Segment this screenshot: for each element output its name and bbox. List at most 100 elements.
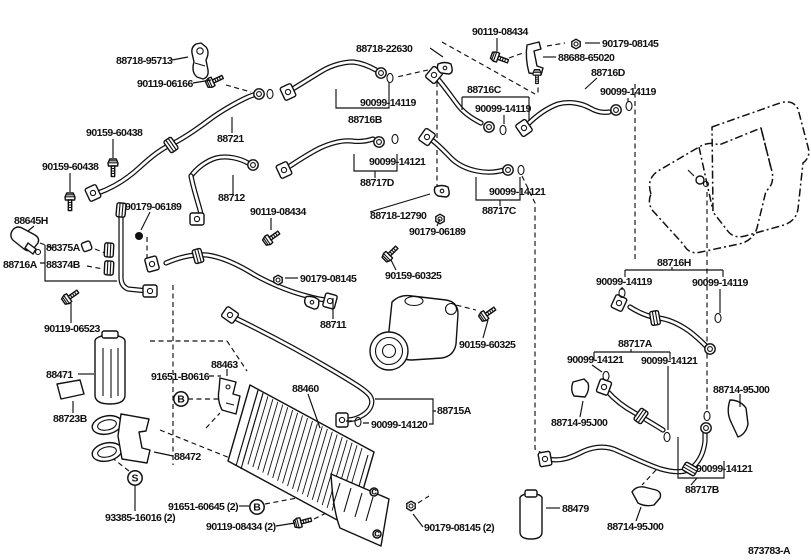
part-label-90099-14121: 90099-14121 (567, 354, 624, 366)
part-label-88718-22630: 88718-22630 (356, 43, 413, 55)
fitting (335, 412, 349, 428)
part-label-88717a: 88717A (618, 338, 653, 350)
marker-c: c (372, 527, 382, 539)
bracket-88716a (40, 245, 117, 282)
union (103, 260, 115, 276)
accumulator-88479 (519, 489, 543, 540)
part-label-90179-06189: 90179-06189 (409, 226, 466, 238)
part-label-88645h: 88645H (14, 215, 48, 227)
part-label-91651-b0616: 91651-B0616 (151, 371, 210, 383)
part-label-90159-60325: 90159-60325 (385, 270, 442, 282)
bracket-88715a (375, 398, 436, 425)
part-label-88721: 88721 (217, 133, 244, 145)
receiver-drier-88471 (94, 330, 126, 405)
hose-end (247, 159, 259, 171)
part-label-88716h: 88716H (657, 257, 691, 269)
bracket-88472 (91, 413, 151, 464)
fitting (537, 450, 553, 468)
part-label-90099-14120: 90099-14120 (371, 419, 428, 431)
hose-end (502, 164, 514, 176)
bracket-88718-95713 (191, 42, 209, 80)
compressor (369, 294, 459, 371)
bracket-88716b (335, 89, 390, 109)
part-label-90099-14121: 90099-14121 (696, 463, 753, 475)
hvac-unit-phantom-outline (648, 101, 810, 254)
part-label-88479: 88479 (562, 503, 589, 515)
svg-text:c: c (374, 527, 380, 539)
part-label-88716c: 88716C (467, 84, 502, 96)
part-label-88472: 88472 (174, 451, 201, 463)
part-label-90179-08145: 90179-08145 (300, 273, 357, 285)
part-label-88471: 88471 (46, 369, 73, 381)
bracket-88717d (353, 154, 398, 178)
pad-88714-95j00-left (571, 378, 590, 398)
hose-end (373, 136, 385, 148)
part-label-93385-16016-2: 93385-16016 (2) (105, 512, 175, 524)
nut-90179-08145 (571, 38, 581, 50)
part-label-88718-12790: 88718-12790 (370, 210, 427, 222)
svg-text:c: c (371, 485, 377, 497)
construction-dashed-lines (39, 41, 708, 520)
bracket-88717c (475, 177, 521, 206)
condenser-88460 (227, 384, 390, 547)
part-label-90119-06166: 90119-06166 (137, 78, 193, 90)
part-label-88688-65020: 88688-65020 (558, 52, 615, 64)
part-label-90159-60325: 90159-60325 (459, 339, 516, 351)
part-label-91651-60645-2: 91651-60645 (2) (168, 501, 238, 513)
bracket-88716h (624, 267, 724, 277)
union-small (80, 240, 93, 253)
part-label-90119-08434: 90119-08434 (472, 26, 528, 38)
hose-end (704, 343, 716, 355)
part-label-88716a: 88716A (3, 259, 38, 271)
leader-lines (27, 38, 741, 528)
bracket-90099-14121 (677, 437, 725, 486)
part-label-88712: 88712 (218, 192, 245, 204)
svg-text:B: B (177, 393, 185, 405)
clip-88714-95j00-bottom (631, 486, 662, 507)
fittings-and-fasteners (59, 38, 722, 530)
nut-90179-08145 (273, 274, 283, 286)
union (648, 309, 662, 327)
fitting (142, 284, 158, 298)
grommet-90179-06189 (135, 232, 143, 240)
hose-end (483, 121, 495, 133)
marker-B: B (173, 391, 189, 407)
part-label-88717d: 88717D (360, 177, 395, 189)
part-label-88714-95j00: 88714-95J00 (551, 417, 608, 429)
svg-text:S: S (131, 472, 138, 484)
part-label-88717b: 88717B (685, 484, 720, 496)
part-label-90159-60438: 90159-60438 (86, 127, 143, 139)
callout-markers: B S Bc c (127, 391, 382, 539)
part-label-90179-08145: 90179-08145 (602, 38, 659, 50)
part-label-90099-14119: 90099-14119 (360, 97, 416, 109)
part-label-90099-14119: 90099-14119 (596, 276, 652, 288)
marker-B: B (249, 499, 265, 515)
hose-end (700, 422, 712, 434)
cushion-88723b (56, 379, 85, 400)
bracket-88716c (461, 96, 530, 121)
hose-end (375, 67, 387, 79)
part-label-88716d: 88716D (591, 67, 626, 79)
fitting (189, 212, 205, 226)
fitting (143, 254, 161, 274)
nut-90179-08145 (406, 500, 416, 512)
leader-88716d (584, 77, 598, 90)
bracket-88463 (217, 377, 241, 415)
part-label-90119-08434-2: 90119-08434 (2) (206, 521, 276, 533)
clamp-88718-12790 (433, 184, 450, 198)
part-label-88723b: 88723B (53, 413, 88, 425)
part-label-88714-95j00: 88714-95J00 (607, 521, 664, 533)
hose-end (253, 88, 265, 100)
part-label-88374b: 88374B (46, 259, 81, 271)
part-label-88714-95j00: 88714-95J00 (713, 384, 770, 396)
union (103, 242, 115, 258)
marker-S: S (127, 470, 143, 486)
part-label-90099-14119: 90099-14119 (475, 103, 531, 115)
part-label-88716b: 88716B (348, 114, 383, 126)
part-label-90099-14121: 90099-14121 (369, 156, 426, 168)
marker-c: c (369, 485, 379, 497)
part-number-labels: 88718-9571390119-0616688718-2263090119-0… (3, 26, 792, 557)
part-label-90119-08434: 90119-08434 (250, 206, 306, 218)
